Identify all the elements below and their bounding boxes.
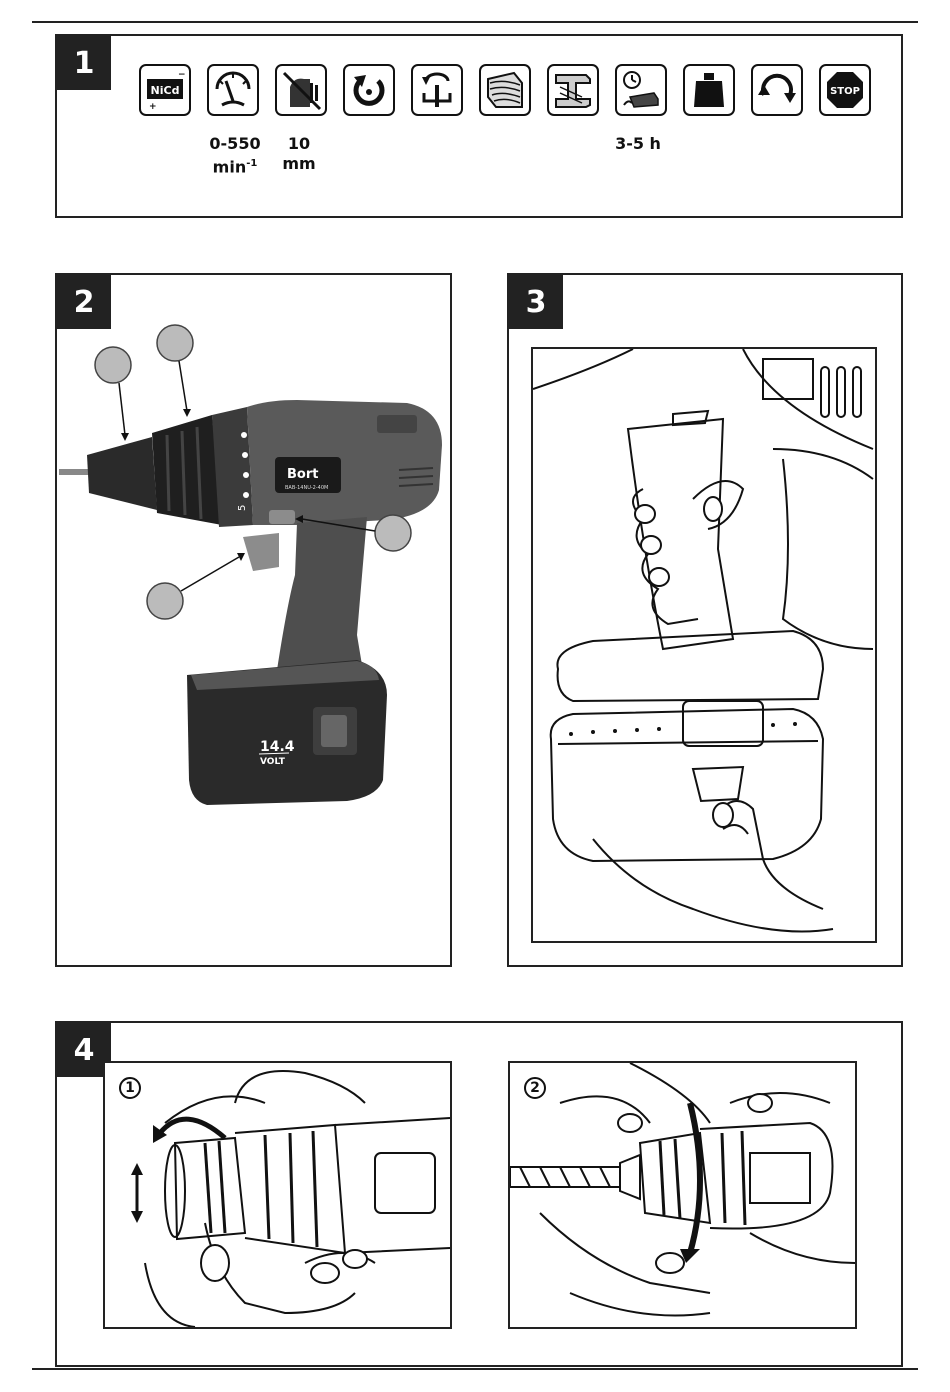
chuck-unit: mm xyxy=(279,154,319,174)
top-rule xyxy=(32,21,918,23)
brand-label: Bort xyxy=(287,467,318,482)
speed-value: 0-550 xyxy=(203,134,267,154)
speed-unit: min xyxy=(213,157,247,176)
weight-icon xyxy=(683,64,735,116)
bottom-rule xyxy=(32,1368,918,1370)
svg-text:−: − xyxy=(178,70,186,80)
panel-number: 1 xyxy=(57,36,111,90)
model-label: BAB-14NU-2-40M xyxy=(285,485,328,491)
charge-time-label: 3-5 h xyxy=(605,134,671,154)
rotation-direction-icon xyxy=(751,64,803,116)
chuck-capacity-icon xyxy=(275,64,327,116)
chuck-spec-label: 10 mm xyxy=(279,134,319,174)
stop-icon: STOP xyxy=(819,64,871,116)
voltage-label: 14.4 xyxy=(260,739,295,755)
drill-photo: 5 Bort BAB-14NU-2-40M 14.4 VOLT xyxy=(57,275,450,965)
torque-clutch-icon xyxy=(411,64,463,116)
charging-time-icon xyxy=(615,64,667,116)
svg-text:+: + xyxy=(149,102,157,111)
chuck-value: 10 xyxy=(279,134,319,154)
speed-exponent: -1 xyxy=(246,158,257,169)
panel-chuck-operation: 4 1 xyxy=(55,1021,903,1367)
speed-gauge-icon xyxy=(207,64,259,116)
metal-drilling-icon xyxy=(547,64,599,116)
panel-drill-parts: 2 5 Bort BAB-14NU-2-40M 14.4 xyxy=(55,273,452,967)
step-1-frame: 1 xyxy=(103,1061,452,1329)
battery-removal-illustration-frame xyxy=(531,347,877,943)
panel-number: 3 xyxy=(509,275,563,329)
step-2-frame: 2 xyxy=(508,1061,857,1329)
wood-drilling-icon xyxy=(479,64,531,116)
clutch-mark: 5 xyxy=(237,505,248,511)
panel-specifications: 1 NiCd + − xyxy=(55,34,903,218)
panel-battery-removal: 3 xyxy=(507,273,903,967)
volt-unit-label: VOLT xyxy=(260,757,286,767)
battery-removal-illustration xyxy=(533,349,875,941)
step-2-illustration xyxy=(510,1063,855,1327)
reverse-rotation-icon xyxy=(343,64,395,116)
speed-spec-label: 0-550 min-1 xyxy=(203,134,267,177)
battery-label: NiCd xyxy=(151,84,180,97)
battery-nicd-icon: NiCd + − xyxy=(139,64,191,116)
step-1-illustration xyxy=(105,1063,450,1327)
stop-label: STOP xyxy=(830,86,860,97)
